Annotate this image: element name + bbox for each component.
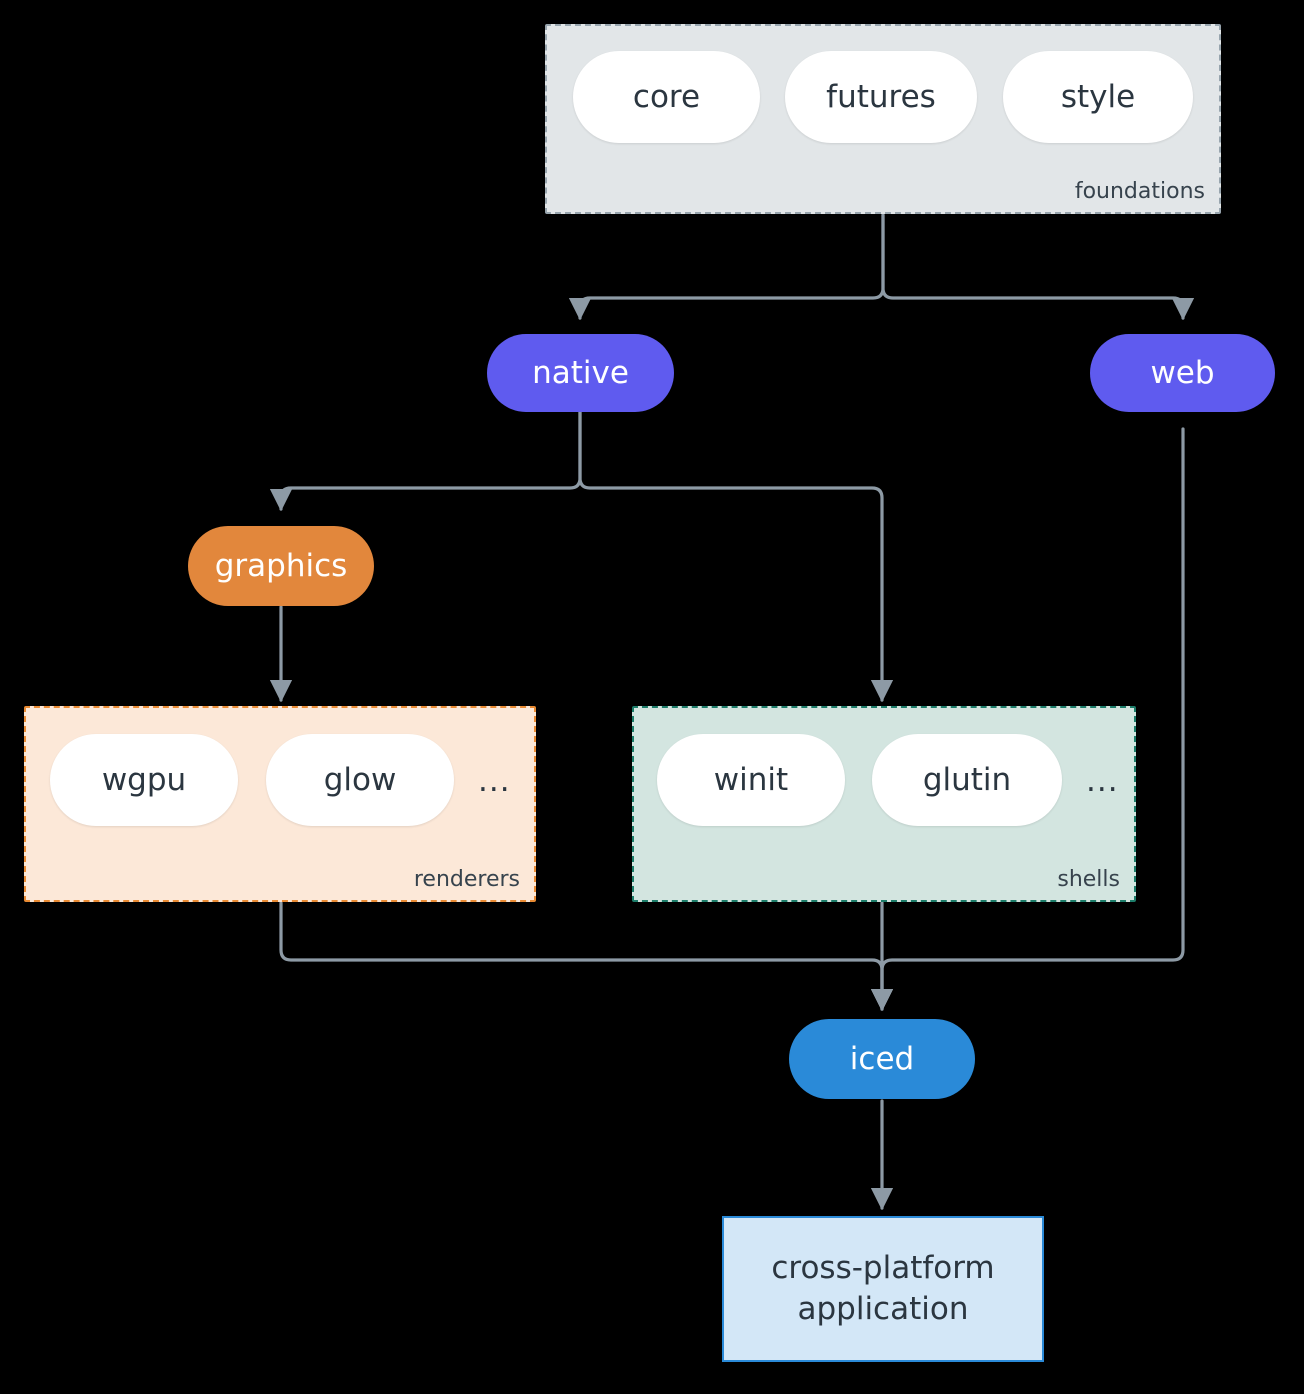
cluster-renderers-label: renderers	[413, 867, 520, 892]
node-glow[interactable]: glow	[266, 734, 454, 826]
node-futures[interactable]: futures	[785, 51, 977, 143]
node-futures-label: futures	[826, 79, 936, 115]
edge-native-graphics	[269, 410, 582, 512]
node-style[interactable]: style	[1003, 51, 1193, 143]
node-graphics-label: graphics	[214, 548, 348, 584]
node-glutin-label: glutin	[922, 762, 1012, 798]
node-web[interactable]: web	[1090, 334, 1275, 412]
node-style-label: style	[1060, 79, 1136, 115]
application-label-line2: application	[797, 1291, 969, 1327]
node-graphics[interactable]: graphics	[188, 526, 374, 606]
node-winit[interactable]: winit	[657, 734, 845, 826]
node-glow-label: glow	[323, 762, 397, 798]
node-core[interactable]: core	[573, 51, 760, 143]
node-web-label: web	[1150, 355, 1215, 391]
node-iced-label: iced	[849, 1041, 915, 1077]
cluster-shells-label: shells	[1057, 867, 1120, 892]
node-iced[interactable]: iced	[789, 1019, 975, 1099]
node-renderers-more-label: ...	[478, 763, 511, 799]
edge-foundations-native	[568, 213, 885, 321]
node-cross-platform-application[interactable]: cross-platform application	[722, 1216, 1044, 1362]
node-core-label: core	[632, 79, 701, 115]
node-native[interactable]: native	[487, 334, 674, 412]
node-wgpu-label: wgpu	[101, 762, 187, 798]
node-shells-more: ...	[1086, 763, 1119, 799]
edge-foundations-web	[881, 213, 1195, 321]
edge-renderers-iced	[279, 901, 894, 1012]
node-renderers-more: ...	[478, 763, 511, 799]
node-glutin[interactable]: glutin	[872, 734, 1062, 826]
node-wgpu[interactable]: wgpu	[50, 734, 238, 826]
node-native-label: native	[532, 355, 629, 391]
edge-native-shells	[578, 410, 894, 703]
cluster-foundations-label: foundations	[1074, 179, 1205, 204]
node-winit-label: winit	[713, 762, 789, 798]
node-shells-more-label: ...	[1086, 763, 1119, 799]
application-label-line1: cross-platform	[771, 1250, 995, 1287]
